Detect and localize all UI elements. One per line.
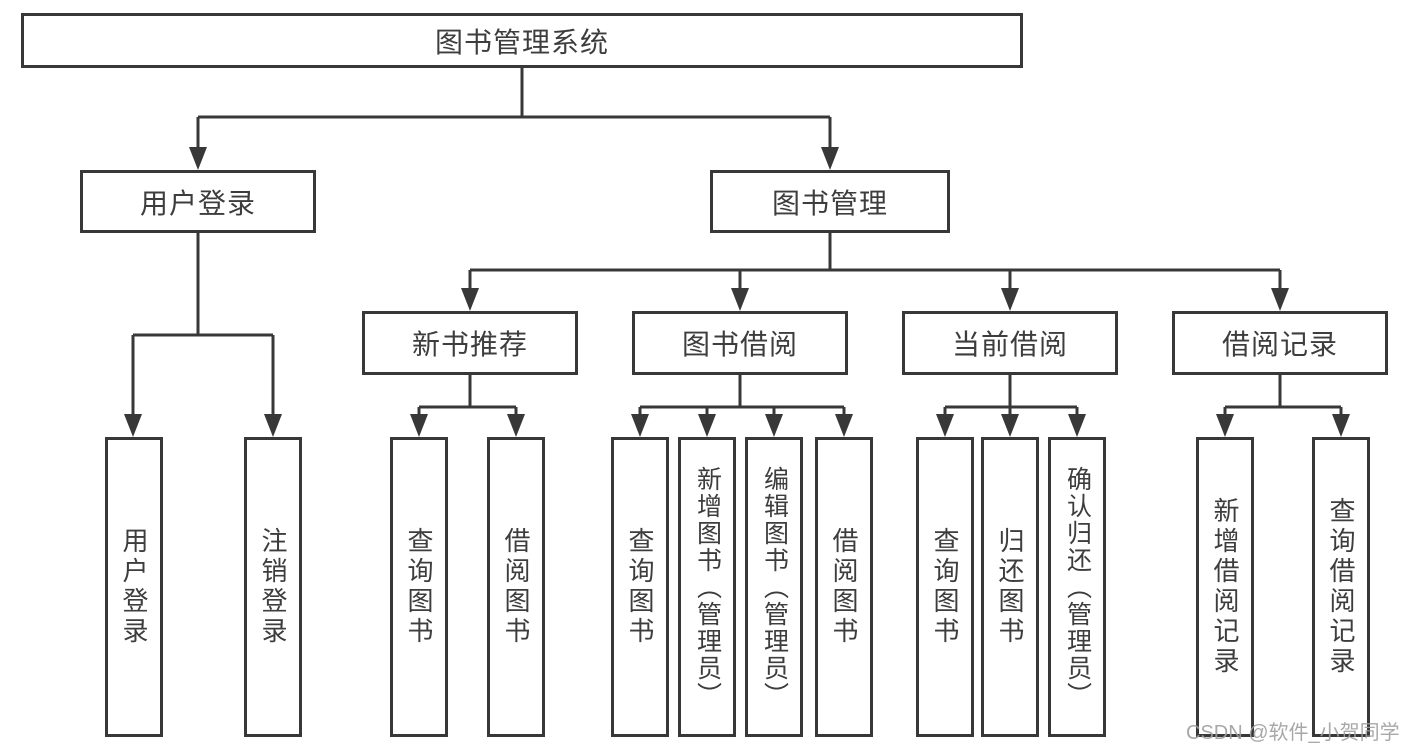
node-new-book-recommendation: 新书推荐: [362, 311, 578, 375]
connector-root: [196, 68, 832, 150]
arrow-icon: [821, 147, 839, 170]
connector-new-book-recommendation: [417, 375, 518, 417]
leaf-logout: 注销登录: [244, 437, 302, 737]
arrow-icon: [1001, 414, 1019, 437]
arrow-icon: [1271, 288, 1289, 311]
node-label: 当前借阅: [951, 329, 1068, 360]
arrow-icon: [835, 414, 853, 437]
node-label: 借阅图书: [829, 527, 859, 647]
arrow-icon: [1068, 414, 1086, 437]
arrow-icon: [698, 414, 716, 437]
node-label: 查询图书: [404, 527, 434, 647]
leaf-add-book-admin: 新增图书（管理员）: [678, 437, 736, 737]
node-label: 新增借阅记录: [1210, 497, 1240, 677]
leaf-query-books-borrowing: 查询图书: [611, 437, 669, 737]
leaf-confirm-return-admin: 确认归还（管理员）: [1048, 437, 1106, 737]
node-user-login: 用户登录: [80, 170, 316, 233]
leaf-user-login: 用户登录: [105, 437, 163, 737]
connector-current-borrowing: [943, 375, 1079, 417]
leaf-add-borrow-record: 新增借阅记录: [1196, 437, 1254, 737]
node-label: 查询借阅记录: [1326, 497, 1356, 677]
node-label: 查询图书: [625, 527, 655, 647]
node-label: 归还图书: [995, 527, 1025, 647]
arrow-icon: [189, 147, 207, 170]
arrow-icon: [1332, 414, 1350, 437]
node-label: 编辑图书（管理员）: [760, 465, 789, 709]
node-label: 确认归还（管理员）: [1063, 465, 1092, 709]
node-label: 注销登录: [258, 527, 288, 647]
arrow-icon: [731, 288, 749, 311]
node-borrowing-records: 借阅记录: [1172, 311, 1388, 375]
connector-borrowing-records: [1223, 375, 1343, 417]
node-label: 用户登录: [119, 527, 149, 647]
arrow-icon: [765, 414, 783, 437]
arrow-icon: [1216, 414, 1234, 437]
leaf-query-books-recommendation: 查询图书: [390, 437, 448, 737]
leaf-borrow-books-borrowing: 借阅图书: [815, 437, 873, 737]
node-label: 图书管理: [771, 187, 888, 219]
node-label: 图书管理系统: [434, 26, 609, 58]
node-label: 借阅记录: [1221, 329, 1338, 360]
leaf-borrow-books-recommendation: 借阅图书: [487, 437, 545, 737]
node-label: 新书推荐: [411, 329, 528, 360]
node-book-management: 图书管理: [710, 170, 950, 233]
arrow-icon: [410, 414, 428, 437]
leaf-edit-book-admin: 编辑图书（管理员）: [745, 437, 803, 737]
node-library-management-system: 图书管理系统: [21, 13, 1023, 68]
node-label: 查询图书: [930, 527, 960, 647]
node-book-borrowing: 图书借阅: [632, 311, 848, 375]
watermark-text: CSDN @软件_小贺同学: [1186, 722, 1400, 744]
arrow-icon: [264, 414, 282, 437]
arrow-icon: [631, 414, 649, 437]
node-label: 新增图书（管理员）: [693, 465, 722, 709]
arrow-icon: [1001, 288, 1019, 311]
arrow-icon: [124, 414, 142, 437]
leaf-return-books: 归还图书: [981, 437, 1039, 737]
arrow-icon: [936, 414, 954, 437]
connector-book-management: [468, 233, 1282, 292]
arrow-icon: [507, 414, 525, 437]
arrow-icon: [461, 288, 479, 311]
node-current-borrowing: 当前借阅: [902, 311, 1118, 375]
leaf-query-borrow-record: 查询借阅记录: [1312, 437, 1370, 737]
leaf-query-books-current: 查询图书: [916, 437, 974, 737]
node-label: 图书借阅: [681, 329, 798, 360]
connector-user-login: [131, 233, 275, 417]
node-label: 用户登录: [139, 187, 256, 219]
node-label: 借阅图书: [501, 527, 531, 647]
connector-book-borrowing: [638, 375, 846, 417]
